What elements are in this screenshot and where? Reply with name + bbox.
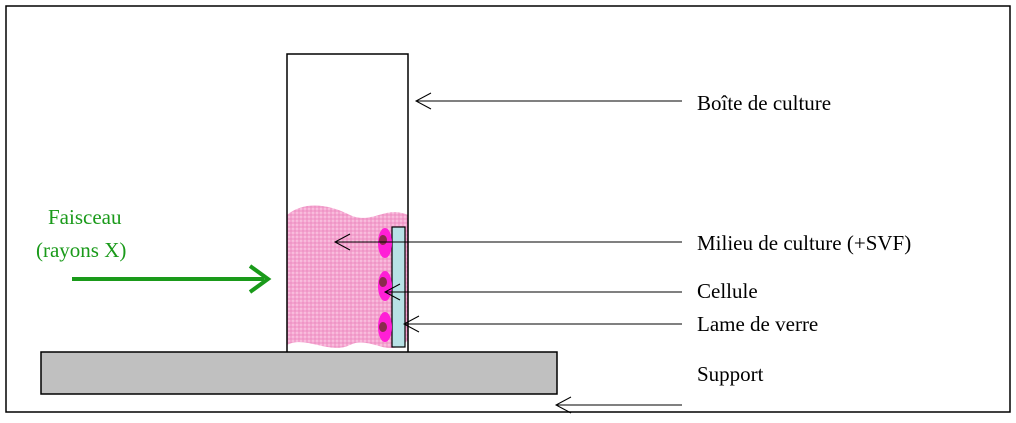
label-culture-box: Boîte de culture bbox=[697, 91, 831, 115]
support-plate bbox=[40, 351, 558, 395]
cell-group bbox=[378, 228, 392, 342]
nucleus-top bbox=[379, 235, 387, 245]
label-cell: Cellule bbox=[697, 279, 758, 303]
leader-cell bbox=[383, 283, 682, 301]
outer-frame bbox=[5, 5, 1011, 413]
label-glass-slide: Lame de verre bbox=[697, 312, 818, 336]
label-culture-medium: Milieu de culture (+SVF) bbox=[697, 231, 911, 255]
leader-culture-medium bbox=[333, 233, 682, 251]
beam-label-line-2: (rayons X) bbox=[36, 238, 126, 262]
glass-slide bbox=[391, 226, 406, 348]
beam-label-line-1: Faisceau bbox=[48, 205, 122, 229]
nucleus-bottom bbox=[379, 322, 387, 332]
culture-medium bbox=[287, 205, 408, 349]
nucleus-middle bbox=[379, 277, 387, 287]
label-support: Support bbox=[697, 362, 764, 386]
leader-glass-slide bbox=[402, 315, 682, 333]
beam-arrow bbox=[72, 264, 272, 294]
leader-culture-box bbox=[414, 92, 682, 110]
leader-support bbox=[554, 396, 682, 414]
